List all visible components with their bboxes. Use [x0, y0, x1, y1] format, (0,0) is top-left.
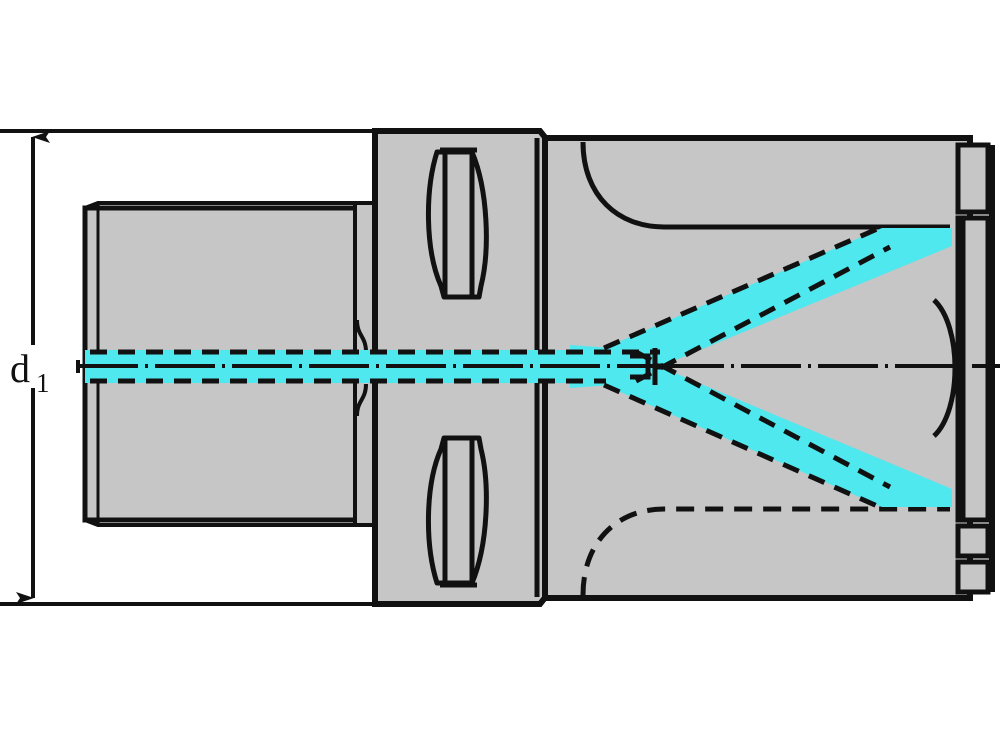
- hidden-edges: [90, 223, 892, 512]
- collar-relief-notch-upper: [355, 319, 368, 353]
- coolant-branch-lower: [600, 350, 952, 507]
- drive-slot-upper: [426, 149, 489, 300]
- flange-drive-slots: [426, 147, 489, 588]
- centre-axis: [76, 360, 1000, 373]
- collar-relief-notch-lower: [355, 383, 368, 417]
- internal-taper-arc-upper: [580, 141, 950, 230]
- right-end-step-lower-2: [955, 559, 991, 595]
- branch-lower-hidden-inner: [634, 349, 892, 490]
- shank-end-face-top: [84, 201, 360, 210]
- branch-upper-hidden-inner: [634, 244, 892, 384]
- internal-taper-arc-lower: [580, 506, 950, 596]
- drive-slot-lower: [426, 435, 489, 586]
- dim-label-d: d: [10, 346, 30, 391]
- right-end-step-lower-1: [955, 523, 991, 559]
- coolant-branch-upper: [600, 228, 952, 383]
- branch-lower-hidden-outer: [602, 382, 886, 512]
- shank-end-face-bottom: [84, 518, 360, 527]
- branch-upper-hidden-outer: [603, 223, 885, 351]
- dimension-d1: d 1: [0, 129, 378, 606]
- right-end-collar: [955, 142, 991, 215]
- dim-label-d-subscript: 1: [36, 368, 50, 398]
